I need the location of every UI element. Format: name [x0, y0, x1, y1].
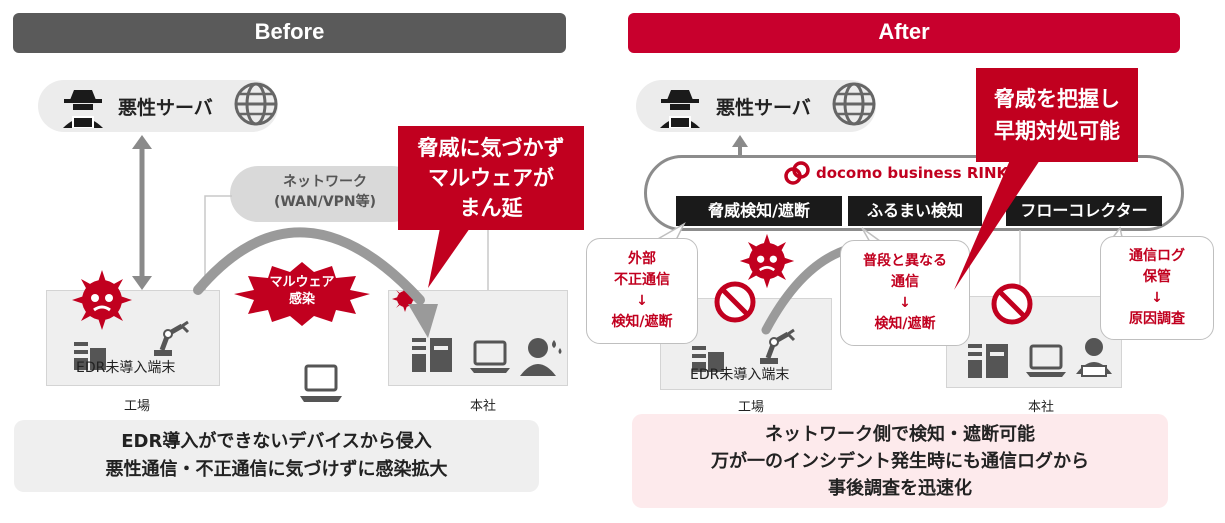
early-response-callout: 脅威を把握し 早期対処可能 — [976, 68, 1138, 162]
robot-arm-icon — [154, 320, 190, 356]
factory-label: 工場 — [738, 400, 765, 415]
network-label: ネットワーク (WAN/VPN等) — [230, 172, 420, 212]
factory-device-label: EDR未導入端末 — [690, 367, 790, 383]
globe-icon — [234, 82, 278, 126]
factory-label: 工場 — [124, 399, 151, 414]
anomaly-detect-note: 普段と異なる 通信 ↓ 検知/遮断 — [840, 240, 970, 346]
person-at-laptop-icon — [1076, 338, 1112, 377]
callout-pointer — [954, 160, 1040, 290]
note-right-line2: 保管 — [1143, 269, 1171, 285]
before-header: Before — [13, 13, 566, 53]
malware-infection-badge — [234, 262, 370, 326]
server-label: 悪性サーバ — [118, 97, 213, 119]
robot-arm-icon — [760, 328, 796, 364]
block-icon — [991, 283, 1033, 325]
after-summary: ネットワーク側で検知・遮断可能 万が一のインシデント発生時にも通信ログから 事後… — [632, 414, 1168, 508]
note-mid-line3: 検知/遮断 — [874, 316, 936, 332]
docomo-business-logo-icon — [784, 161, 810, 185]
worried-person-icon — [520, 338, 562, 376]
note-mid-line2: 通信 — [891, 274, 919, 290]
note-right-line1: 通信ログ — [1129, 248, 1185, 264]
note-right-arrow: ↓ — [1151, 290, 1163, 306]
copier-icon — [968, 344, 1008, 378]
globe-icon — [832, 82, 876, 126]
hacker-icon — [63, 90, 103, 128]
callout-pointer — [428, 228, 470, 288]
network-label-line1: ネットワーク — [283, 174, 367, 190]
network-pill — [230, 166, 420, 222]
after-summary-line1: ネットワーク側で検知・遮断可能 — [765, 423, 1035, 445]
malware-virus-icon — [739, 233, 795, 289]
server-label: 悪性サーバ — [716, 97, 811, 119]
note-left-arrow: ↓ — [636, 293, 648, 309]
flow-collector-tag: フローコレクター — [1006, 196, 1162, 226]
hacker-icon — [660, 90, 700, 128]
machine-icon — [692, 346, 724, 372]
malware-badge-text: マルウェア 感染 — [232, 274, 372, 308]
laptop-icon — [1026, 344, 1066, 377]
malware-badge-line1: マルウェア — [269, 275, 335, 290]
brand-name-text: docomo business RINK — [816, 164, 1009, 182]
note-right-line3: 原因調査 — [1129, 311, 1185, 327]
callout-line1: 脅威を把握し — [994, 87, 1120, 111]
before-summary-line1: EDR導入ができないデバイスから侵入 — [121, 431, 432, 452]
machine-icon — [74, 342, 106, 370]
callout-line3: まん延 — [459, 196, 523, 220]
behavior-detect-tag: ふるまい検知 — [848, 196, 982, 226]
note-left-line1: 外部 — [628, 251, 656, 267]
before-summary: EDR導入ができないデバイスから侵入 悪性通信・不正通信に気づけずに感染拡大 — [14, 420, 539, 492]
log-storage-note: 通信ログ 保管 ↓ 原因調査 — [1100, 236, 1214, 340]
block-icon — [714, 281, 756, 323]
malware-badge-line2: 感染 — [288, 292, 315, 307]
hq-label: 本社 — [470, 399, 497, 414]
factory-device-label: EDR未導入端末 — [76, 360, 176, 376]
threat-unaware-callout: 脅威に気づかず マルウェアが まん延 — [398, 126, 584, 230]
copier-icon — [412, 338, 452, 372]
laptop-icon — [470, 340, 510, 373]
after-header: After — [628, 13, 1180, 53]
spread-arrow — [193, 227, 438, 338]
note-mid-arrow: ↓ — [899, 295, 911, 311]
note-left-line2: 不正通信 — [614, 272, 670, 288]
callout-line2: マルウェアが — [428, 166, 554, 190]
note-left-line3: 検知/遮断 — [611, 314, 673, 330]
threat-detect-block-tag: 脅威検知/遮断 — [676, 196, 842, 226]
callout-line1: 脅威に気づかず — [417, 136, 565, 160]
malware-virus-icon — [70, 268, 134, 336]
external-attack-note: 外部 不正通信 ↓ 検知/遮断 — [586, 238, 698, 344]
after-connection-lines — [1019, 230, 1021, 292]
network-label-line2: (WAN/VPN等) — [273, 194, 377, 210]
after-summary-line2: 万が一のインシデント発生時にも通信ログから — [711, 450, 1089, 472]
before-summary-line2: 悪性通信・不正通信に気づけずに感染拡大 — [105, 459, 448, 480]
callout-line2: 早期対処可能 — [994, 119, 1120, 143]
laptop-icon — [300, 364, 342, 402]
note-mid-line1: 普段と異なる — [863, 253, 947, 269]
hq-label: 本社 — [1028, 400, 1055, 415]
after-summary-line3: 事後調査を迅速化 — [828, 477, 972, 499]
bidirectional-arrow-icon — [132, 135, 152, 290]
